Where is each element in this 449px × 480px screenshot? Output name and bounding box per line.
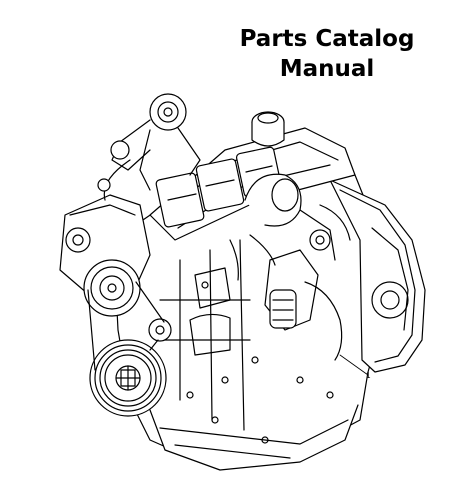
catalog-title: Parts Catalog Manual (227, 24, 427, 84)
title-line-2: Manual (279, 56, 375, 82)
part-callout-number: 1 (366, 371, 371, 380)
title-line-1: Parts Catalog (239, 26, 415, 52)
